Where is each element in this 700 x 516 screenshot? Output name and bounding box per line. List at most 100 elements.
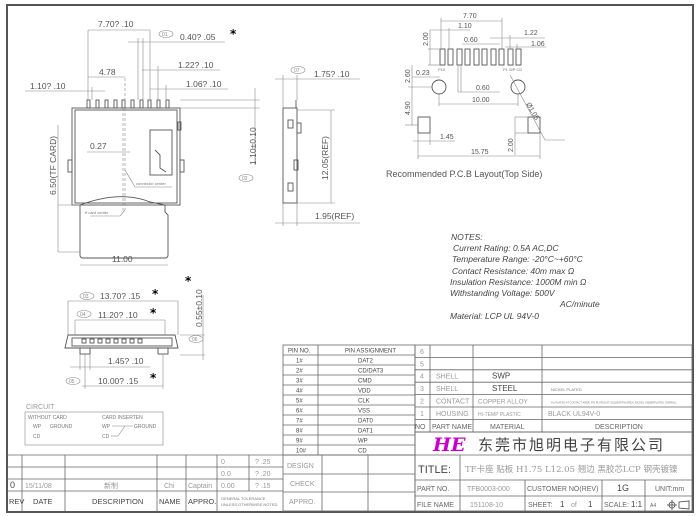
dim-12-05: 12.05(REF) xyxy=(320,136,330,180)
title-label: TITLE: xyxy=(418,464,451,476)
dim-height: 1.10±0.10 xyxy=(248,127,258,165)
part-row-material: COPPER ALLOY xyxy=(478,399,529,406)
revision-table: 0 15/11/08 新制 Chi Captain REV DATE DESCR… xyxy=(7,454,283,511)
connector-body xyxy=(71,107,181,206)
dim-0-55: 0.55±0.10 xyxy=(194,289,204,327)
dim-0-27: 0.27 xyxy=(90,141,107,151)
pcb-dim-1-45: 1.45 xyxy=(440,134,454,141)
part-row-name: SHELL xyxy=(436,386,458,393)
rev-date: 15/11/08 xyxy=(25,483,52,490)
part-row-no: 3 xyxy=(420,386,424,393)
rev-name: Chi xyxy=(164,483,175,490)
company-name: 东莞市旭明电子有限公司 xyxy=(478,436,665,454)
pin-number: 10# xyxy=(296,449,307,455)
sheet-total: 1 xyxy=(588,500,593,509)
dim-1-45: 1.45? .10 xyxy=(108,356,144,366)
pin-number: 4# xyxy=(296,389,303,395)
pin-assignment: VSS xyxy=(358,409,370,415)
pin-number: 5# xyxy=(296,399,303,405)
side-view: 07 1.75? .10 12.05(REF) 1.95(REF) xyxy=(275,66,360,226)
critical-mark: * xyxy=(152,287,159,301)
rev-header: REV xyxy=(9,497,24,506)
note-line: Current Rating: 0.5A AC,DC xyxy=(453,243,560,253)
bubble-07-label: 07 xyxy=(294,68,300,74)
part-row-description: NICKEL PLATED xyxy=(551,387,582,392)
file-name-label: FILE NAME xyxy=(417,502,454,509)
note-line: Temperature Range: -20°C~+60°C xyxy=(452,254,584,264)
rev-number: 0 xyxy=(10,480,15,490)
note-line: Contact Resistance: 40m max Ω xyxy=(452,266,575,276)
scale-label: SCALE: xyxy=(604,502,629,509)
circuit-wp: WP xyxy=(102,424,111,430)
dim-pitch: 0.40? .05 xyxy=(180,32,216,42)
circuit-without-card: WITHOUT CARD xyxy=(28,415,67,421)
pin-number: 8# xyxy=(296,429,303,435)
pcb-dim-10-00: 10.00 xyxy=(472,97,490,104)
pin-p1-label: P1 WP CD xyxy=(503,67,522,72)
part-row-no: 4 xyxy=(420,374,424,381)
part-no-label: PART NO. xyxy=(417,486,449,493)
dim-1-22: 1.22? .10 xyxy=(178,60,214,70)
part-row-name: HOUSING xyxy=(436,411,469,418)
description-header: DESCRIPTION xyxy=(92,497,143,506)
pin-assignment-header: PIN ASSIGNMENT xyxy=(345,349,396,355)
pcb-dim-2-00b: 2.00 xyxy=(508,138,515,152)
dim-11-20: 11.20? .10 xyxy=(98,310,138,320)
rev-description: 新制 xyxy=(104,481,118,490)
parts-header-material: MATERIAL xyxy=(490,424,525,431)
tolerance-precision: 0.00 xyxy=(221,483,235,490)
tolerance-precision: 0.0 xyxy=(221,471,231,478)
circuit-cd: CD xyxy=(33,434,41,440)
pcb-dim-1-06: 1.06 xyxy=(531,41,545,48)
pin-assignment: CD/DAT3 xyxy=(358,369,384,375)
circuit-cd: CD xyxy=(102,434,110,440)
check-label: CHECK xyxy=(290,481,315,488)
critical-mark: * xyxy=(150,306,157,320)
critical-mark: * xyxy=(185,274,192,288)
pcb-layout: 7.70 1.10 1.22 1.06 0.60 2.00 2.60 0.23 … xyxy=(386,13,565,179)
pcb-dim-4-90: 4.90 xyxy=(405,101,412,115)
bubble-02 xyxy=(238,174,254,182)
bubble-06-label: 06 xyxy=(192,337,198,343)
pin-table: PIN NO. PIN ASSIGNMENT 1#DAT22#CD/DAT33#… xyxy=(282,344,416,456)
circuit-diagram: CIRCUIT WITHOUT CARD CARD INSERTEN WP GR… xyxy=(24,404,164,446)
bubble-03 xyxy=(79,292,95,300)
bubble-04-label: 04 xyxy=(80,312,86,318)
pin-assignment: CLK xyxy=(358,399,370,405)
tolerance-value: ? .25 xyxy=(255,459,271,466)
customer-no-value: 1G xyxy=(617,483,629,493)
tolerance-note: UNLESS OTHERWISE NOTED xyxy=(221,502,277,507)
dim-4-78: 4.78 xyxy=(99,67,116,77)
bubble-02-label: 02 xyxy=(242,176,248,182)
circuit-ground: GROUND xyxy=(50,424,73,430)
circuit-wp: WP xyxy=(33,424,42,430)
bubble-01 xyxy=(158,30,174,38)
contact-pins xyxy=(86,99,170,109)
name-header: NAME xyxy=(159,497,181,506)
main-top-view: 7.70? .10 01 0.40? .05 * 1.22? .10 1.06?… xyxy=(25,19,260,266)
bubble-05-label: 05 xyxy=(69,379,75,385)
pin-assignment: VDD xyxy=(358,389,371,395)
pcb-dim-15-75: 15.75 xyxy=(471,149,489,156)
pin-number: 1# xyxy=(296,359,303,365)
pin-number: 9# xyxy=(296,439,303,445)
pcb-dim-7-70: 7.70 xyxy=(463,13,477,20)
front-view: 03 13.70? .15 * 04 11.20? .10 * 0.55±0.1… xyxy=(64,287,205,389)
part-row-description: BLACK UL94V-0 xyxy=(548,411,600,418)
pin-number: 6# xyxy=(296,409,303,415)
sheet-border xyxy=(6,4,694,513)
part-row-description: AU PLATED AT CONTACT AREA, TIN PLATED AT… xyxy=(551,401,677,405)
approve-label: APPRO. xyxy=(289,499,316,506)
approver-header: APPRO. xyxy=(188,497,216,506)
notes-heading: NOTES: xyxy=(451,232,483,242)
design-label: DESIGN xyxy=(287,463,314,470)
part-no-value: TFB0003-000 xyxy=(467,486,510,493)
scale-value: 1:1 xyxy=(631,500,643,509)
part-row-name: SHELL xyxy=(436,374,458,381)
customer-no-label: CUSTOMER NO(REV) xyxy=(527,486,598,493)
part-row-name: CONTACT xyxy=(436,399,470,406)
paper-size: A4 xyxy=(650,503,656,509)
pin-assignment: DAT2 xyxy=(358,359,374,365)
bubble-07 xyxy=(290,66,306,74)
